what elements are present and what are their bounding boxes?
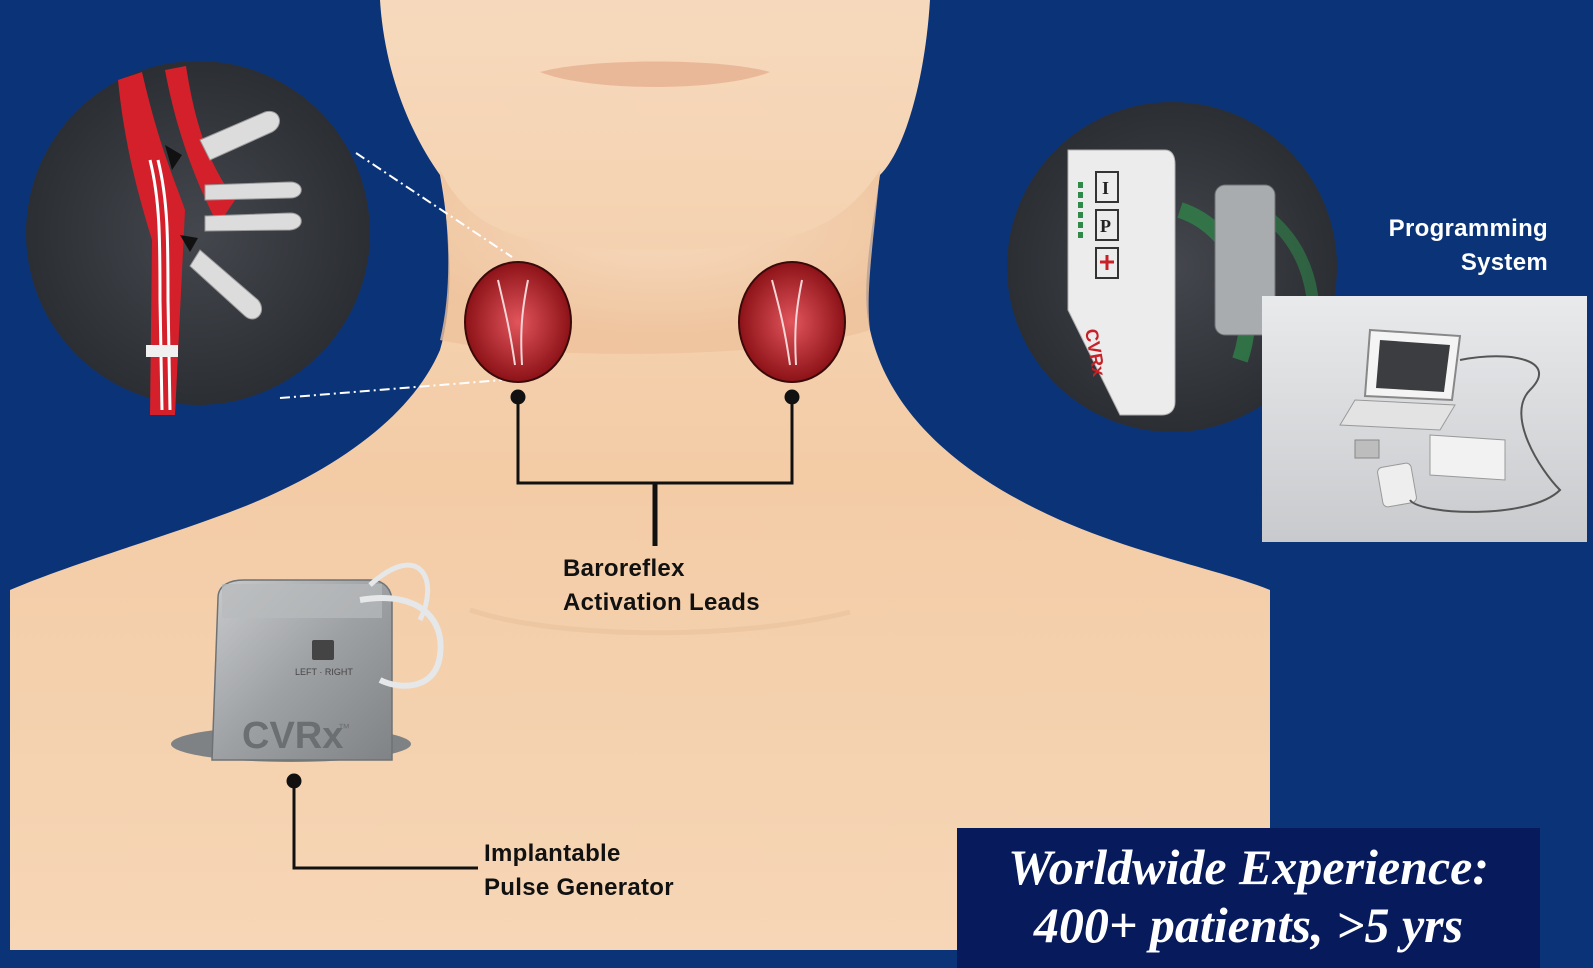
programmer-button-p: P: [1100, 216, 1111, 236]
baroreflex-leads-label: Baroreflex Activation Leads: [563, 552, 760, 620]
worldwide-experience-box: Worldwide Experience: 400+ patients, >5 …: [957, 828, 1540, 968]
programmer-button-i: I: [1102, 178, 1109, 198]
trademark-mark: ™: [338, 721, 350, 735]
programming-system-photo: [1262, 296, 1587, 542]
programming-system-label: Programming System: [1389, 212, 1548, 280]
experience-stats: 400+ patients, >5 yrs: [957, 896, 1540, 954]
right-artery-circle: [739, 262, 845, 382]
left-right-label: LEFT · RIGHT: [295, 667, 353, 677]
pulse-generator-label: Implantable Pulse Generator: [484, 837, 674, 905]
experience-heading: Worldwide Experience:: [957, 838, 1540, 896]
left-artery-circle: [465, 262, 571, 382]
device-brand-logo: CVRx: [242, 715, 343, 757]
